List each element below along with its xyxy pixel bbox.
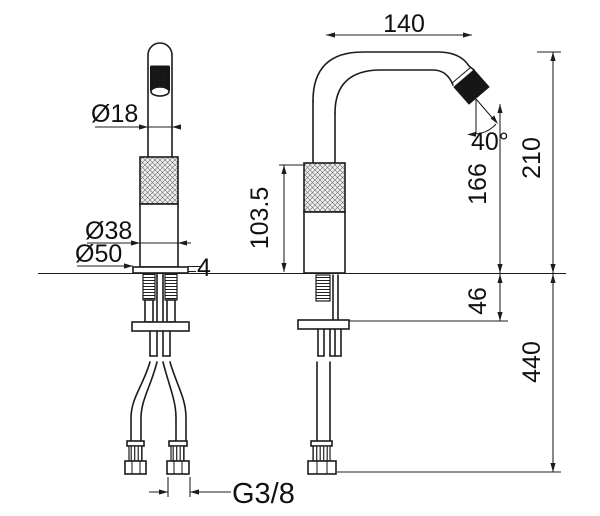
- arrow: [172, 124, 181, 130]
- arrow: [281, 165, 287, 174]
- side-stud: [315, 274, 331, 302]
- side-spout-outer: [312, 51, 475, 102]
- side-spout-tip: [453, 69, 490, 105]
- front-hose-left: [140, 361, 158, 442]
- arrow: [463, 32, 472, 38]
- front-right-collar: [168, 440, 188, 447]
- arrow: [178, 240, 187, 246]
- front-stud-left: [142, 273, 156, 301]
- front-base-plate: [132, 266, 189, 274]
- arrow: [490, 115, 498, 124]
- arrow: [550, 274, 556, 283]
- dim-tip-diameter: Ø18: [91, 100, 138, 128]
- front-mounting-bracket: [131, 321, 190, 332]
- dim-body-height: 103.5: [246, 187, 274, 250]
- arrow: [550, 463, 556, 472]
- front-stud-right-lower: [166, 299, 176, 323]
- arrow: [550, 264, 556, 273]
- front-stud-left-lower: [144, 299, 154, 323]
- front-hose-left: [130, 361, 151, 442]
- front-left-thread: [128, 445, 143, 462]
- arrow: [497, 312, 503, 321]
- front-view: [124, 42, 190, 475]
- arrow: [326, 32, 335, 38]
- side-view: [297, 51, 490, 475]
- front-spout-tube: [147, 42, 173, 157]
- angle-ray-axis: [475, 98, 496, 122]
- arrow: [124, 263, 133, 269]
- dim-spout-reach: 140: [383, 10, 425, 38]
- front-outlet-ellipse: [150, 86, 170, 97]
- dim-hose-drop: 440: [518, 341, 546, 383]
- side-nut: [307, 460, 337, 475]
- arrow: [497, 264, 503, 273]
- arrow: [550, 52, 556, 61]
- front-hose-right: [169, 361, 187, 442]
- arrow: [467, 131, 476, 137]
- arrow: [497, 104, 503, 113]
- arrow: [497, 274, 503, 283]
- angle-arc: [475, 123, 497, 135]
- front-body-knurled: [139, 156, 179, 205]
- dim-spout-angle: 40°: [471, 128, 509, 156]
- front-stud-right: [164, 273, 178, 301]
- side-thread: [312, 445, 331, 462]
- dim-bracket-depth: 46: [464, 287, 492, 315]
- arrow: [139, 124, 148, 130]
- side-collar: [310, 440, 333, 447]
- front-left-nut: [124, 460, 147, 475]
- front-body-lower: [139, 203, 179, 268]
- arrow: [190, 489, 199, 495]
- side-mounting-bracket: [297, 319, 350, 330]
- dim-outlet-height: 166: [464, 163, 492, 205]
- dim-body-diameter: Ø38: [85, 217, 132, 245]
- arrow: [159, 489, 168, 495]
- dim-base-diameter: Ø50: [75, 240, 122, 268]
- side-body-lower: [303, 211, 346, 274]
- arrow: [131, 240, 140, 246]
- dim-hose-thread: G3/8: [232, 478, 295, 510]
- side-spout-inner: [334, 69, 454, 114]
- tip-junction-line: [451, 67, 471, 84]
- front-right-thread: [170, 445, 185, 462]
- dim-base-thickness: 4: [197, 254, 211, 282]
- side-body-knurled: [303, 162, 346, 213]
- arrow: [281, 263, 287, 272]
- front-left-collar: [126, 440, 145, 447]
- front-hose-right: [162, 361, 177, 442]
- front-right-nut: [166, 460, 190, 475]
- dimensions: 140 210 166 46 440 103.5: [75, 10, 561, 510]
- dim-total-height: 210: [518, 137, 546, 179]
